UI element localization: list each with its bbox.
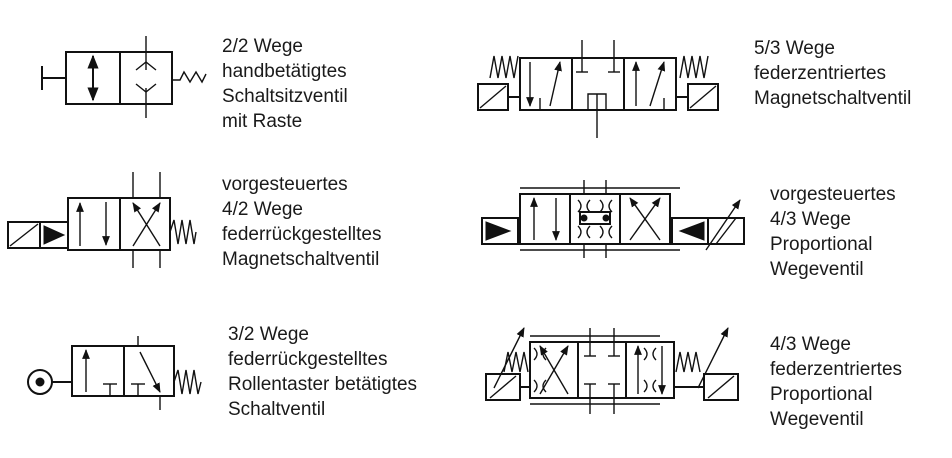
check-seat [135, 61, 157, 71]
pilot-triangle [485, 221, 512, 241]
valve-box [519, 193, 571, 245]
throttle [533, 347, 547, 361]
label-line: Rollentaster betätigtes [228, 374, 418, 395]
symbol-4-3-proportional-pilot-valve [481, 180, 745, 258]
solenoid-box [707, 217, 745, 245]
valve-box [123, 345, 175, 397]
pilot-triangle [43, 225, 66, 245]
valve-box [519, 57, 573, 111]
symbol-2-2-manual-valve [41, 36, 207, 118]
variable-arrow [705, 199, 741, 251]
pilot-triangle [678, 221, 705, 241]
flow-arrow [549, 61, 562, 107]
flow-arrow [629, 197, 661, 241]
valve-box [67, 197, 121, 251]
label-line: Schaltsitzventil [222, 86, 348, 107]
label-line: Proportional [770, 234, 873, 255]
check-seat [135, 83, 157, 93]
node [602, 214, 610, 222]
valve-box [119, 197, 171, 251]
spring [489, 55, 519, 79]
label-line: Magnetschaltventil [754, 88, 912, 109]
label-line: vorgesteuertes [770, 184, 896, 205]
solenoid-winding [707, 375, 735, 399]
symbol-4-2-solenoid-valve [7, 172, 197, 268]
roller-pin [35, 377, 45, 387]
valve-box [569, 193, 621, 245]
label-line: mit Raste [222, 111, 303, 132]
valve-box [625, 341, 675, 399]
throttle [643, 347, 657, 361]
label-line: 4/3 Wege [770, 209, 851, 230]
label-valve-3: 3/2 Wege federrückgestelltes Rollentaste… [228, 322, 417, 422]
spring [169, 219, 197, 245]
label-line: Magnetschaltventil [222, 249, 380, 270]
flow-arrow [649, 61, 666, 107]
label-line: Proportional [770, 384, 873, 405]
label-line: Schaltventil [228, 399, 326, 420]
variable-arrow [697, 327, 729, 389]
valve-box [577, 341, 627, 399]
throttle [533, 379, 547, 393]
label-line: Wegeventil [770, 259, 864, 280]
valve-box [571, 57, 625, 111]
throttle [599, 199, 613, 213]
spring [679, 55, 709, 79]
label-valve-6: 4/3 Wege federzentriertes Proportional W… [770, 332, 902, 432]
solenoid-winding [489, 375, 517, 399]
label-line: 2/2 Wege [222, 36, 303, 57]
solenoid-winding [9, 223, 39, 247]
pilot-box [481, 217, 519, 245]
label-line: federrückgestelltes [222, 224, 382, 245]
spring [173, 369, 202, 395]
label-line: 3/2 Wege [228, 324, 309, 345]
throttle-center [579, 211, 611, 225]
label-line: federzentriertes [770, 359, 903, 380]
valve-box [619, 193, 671, 245]
label-line: handbetätigtes [222, 61, 347, 82]
solenoid-winding [479, 85, 507, 109]
label-line: 5/3 Wege [754, 38, 835, 59]
solenoid-winding [715, 217, 737, 245]
variable-arrow [493, 327, 525, 389]
label-valve-1: 2/2 Wege handbetätigtes Schaltsitzventil… [222, 34, 348, 134]
solenoid-winding [689, 85, 717, 109]
node [580, 214, 588, 222]
symbol-3-2-roller-valve [27, 336, 202, 410]
label-line: federrückgestelltes [228, 349, 388, 370]
label-line: Wegeventil [770, 409, 864, 430]
spring [675, 351, 701, 373]
label-line: 4/2 Wege [222, 199, 303, 220]
symbol-4-3-proportional-valve [485, 327, 739, 414]
valve-box [71, 345, 125, 397]
label-valve-5: vorgesteuertes 4/3 Wege Proportional Weg… [770, 182, 896, 282]
spring [503, 351, 529, 373]
label-line: 4/3 Wege [770, 334, 851, 355]
label-line: federzentriertes [754, 63, 887, 84]
detent-notch [172, 70, 207, 84]
flow-arrow [539, 345, 569, 395]
label-line: vorgesteuertes [222, 174, 348, 195]
valve-box [623, 57, 677, 111]
label-valve-4: 5/3 Wege federzentriertes Magnetschaltve… [754, 36, 911, 111]
throttle [643, 379, 657, 393]
flow-arrow [139, 351, 161, 393]
throttle [577, 225, 591, 239]
throttle [577, 199, 591, 213]
label-valve-2: vorgesteuertes 4/2 Wege federrückgestell… [222, 172, 381, 272]
flow-arrow [132, 202, 161, 247]
throttle [599, 225, 613, 239]
symbol-5-3-solenoid-valve [477, 40, 719, 138]
